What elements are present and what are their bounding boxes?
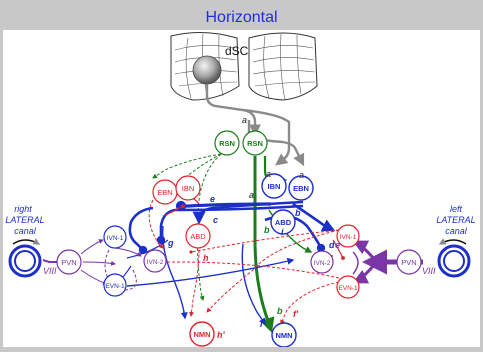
canal-left-line2: LATERAL: [5, 215, 44, 225]
canal-left-line3: canal: [14, 226, 37, 236]
svg-text:ABD: ABD: [190, 232, 206, 241]
letter-i-left: i: [281, 227, 284, 237]
svg-text:EVN-1: EVN-1: [105, 283, 125, 290]
svg-text:EVN-1: EVN-1: [338, 285, 358, 292]
letter-g: g: [167, 238, 174, 248]
letter-b-green: b: [264, 225, 270, 235]
svg-text:EBN: EBN: [157, 188, 172, 197]
letter-e-left: e: [210, 194, 215, 204]
colliculus-map: [170, 31, 318, 101]
node-ivn1-right: IVN-1: [336, 224, 360, 248]
node-abd-right: ABD: [270, 209, 296, 235]
letter-e-right: e: [335, 240, 340, 250]
svg-text:RSN: RSN: [247, 139, 263, 148]
red-pathways: [148, 195, 345, 325]
letter-a-top: a: [242, 115, 247, 125]
node-evn1-right: EVN-1: [336, 275, 360, 299]
letter-a-low: a: [249, 190, 254, 200]
letter-h-prime: h': [217, 330, 225, 340]
svg-text:NMN: NMN: [275, 331, 292, 340]
svg-text:NMN: NMN: [193, 330, 210, 339]
circuit-diagram: dSC: [5, 31, 476, 348]
node-pvn-right: PVN: [396, 249, 422, 275]
svg-text:PVN: PVN: [61, 258, 76, 267]
node-ibn-right: IBN: [261, 173, 287, 199]
dsc-label: dSC: [225, 44, 249, 58]
node-ebn-right: EBN: [288, 175, 314, 201]
letter-f: f': [293, 309, 299, 319]
colliculus-ball: [192, 55, 222, 85]
node-ivn1-left: IVN-1: [103, 225, 127, 249]
node-ivn2-right: IVN-2: [310, 250, 334, 274]
svg-text:ABD: ABD: [275, 218, 292, 227]
svg-text:IVN-2: IVN-2: [147, 259, 164, 266]
node-nmn-left: NMN: [189, 321, 215, 347]
left-canal: right LATERAL canal VIII: [5, 204, 57, 278]
canal-left-line1: right: [14, 204, 32, 214]
node-nmn-right: NMN: [271, 322, 297, 348]
svg-text:IVN-1: IVN-1: [340, 234, 357, 241]
node-abd-left: ABD: [185, 223, 211, 249]
pathway-letters: a a a a b b b c d e e f' g h h' i i: [167, 115, 340, 340]
purple-pathways: [42, 239, 423, 291]
letter-b-low: b: [277, 306, 283, 316]
node-pvn-left: PVN: [56, 249, 82, 275]
svg-text:EBN: EBN: [293, 184, 309, 193]
svg-text:IBN: IBN: [182, 184, 195, 193]
letter-a-mid: a: [266, 169, 271, 179]
svg-text:RSN: RSN: [219, 139, 235, 148]
canal-right-line3: canal: [445, 226, 468, 236]
svg-text:PVN: PVN: [401, 258, 416, 267]
svg-text:IVN-2: IVN-2: [314, 260, 331, 267]
right-canal: left LATERAL canal VIII: [422, 204, 476, 278]
node-evn1-left: EVN-1: [103, 273, 127, 297]
canal-right-line1: left: [450, 204, 463, 214]
node-ibn-left: IBN: [175, 175, 201, 201]
nerve-left-label: VIII: [43, 266, 57, 276]
node-rsn-left: RSN: [214, 130, 240, 156]
diagram-title: Horizontal: [205, 9, 278, 26]
nerve-right-label: VIII: [422, 266, 436, 276]
canal-right-line2: LATERAL: [436, 215, 475, 225]
node-rsn-right: RSN: [242, 130, 268, 156]
letter-h-left: h: [203, 253, 209, 263]
svg-text:IBN: IBN: [268, 182, 281, 191]
node-ebn-left: EBN: [152, 179, 178, 205]
node-ivn2-left: IVN-2: [143, 249, 167, 273]
letter-i-low: i: [260, 319, 263, 329]
letter-c: c: [213, 215, 218, 225]
letter-b-blue: b: [295, 208, 301, 218]
svg-text:IVN-1: IVN-1: [107, 235, 124, 242]
green-pathways: [152, 153, 313, 333]
letter-a-rt: a: [299, 170, 304, 180]
letter-d: d: [329, 240, 335, 250]
diagram-panel: dSC: [3, 30, 480, 348]
